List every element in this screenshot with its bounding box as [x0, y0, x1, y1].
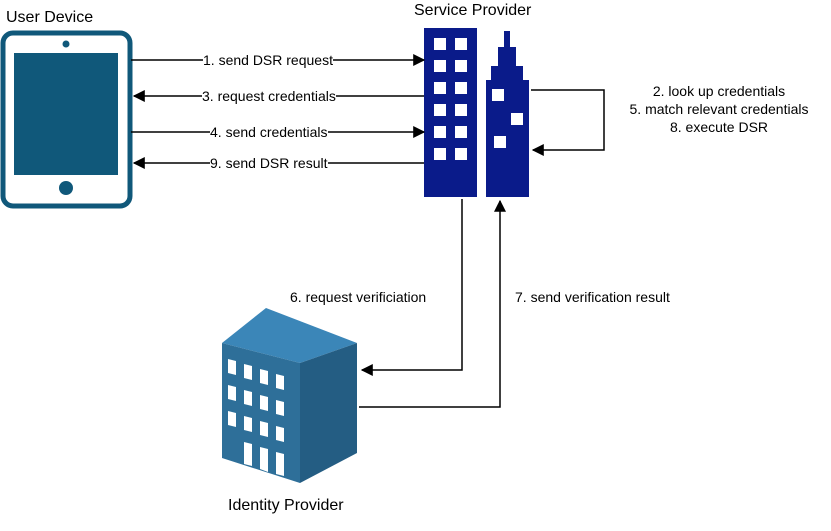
identity-provider-title: Identity Provider [228, 497, 344, 514]
note-step2: 2. look up credentials [652, 83, 786, 99]
step1-label: 1. send DSR request [203, 52, 333, 68]
step4-label: 4. send credentials [210, 124, 328, 140]
note-step5: 5. match relevant credentials [629, 101, 809, 117]
arrow-self-loop [531, 89, 605, 156]
step9-label: 9. send DSR result [210, 155, 328, 171]
service-provider-title: Service Provider [414, 2, 532, 19]
tablet-icon [0, 30, 133, 209]
user-device-title: User Device [6, 9, 94, 26]
step3-label: 3. request credentials [202, 88, 336, 104]
note-step8: 8. execute DSR [669, 119, 769, 135]
step7-label: 7. send verification result [515, 289, 670, 305]
step6-label: 6. request verificiation [290, 289, 427, 305]
arrow-step6 [360, 199, 463, 376]
arrow-step7 [359, 199, 506, 408]
self-loop-notes: 2. look up credentials 5. match relevant… [612, 82, 826, 136]
office-building-icon [222, 308, 357, 483]
buildings-icon [424, 28, 529, 197]
